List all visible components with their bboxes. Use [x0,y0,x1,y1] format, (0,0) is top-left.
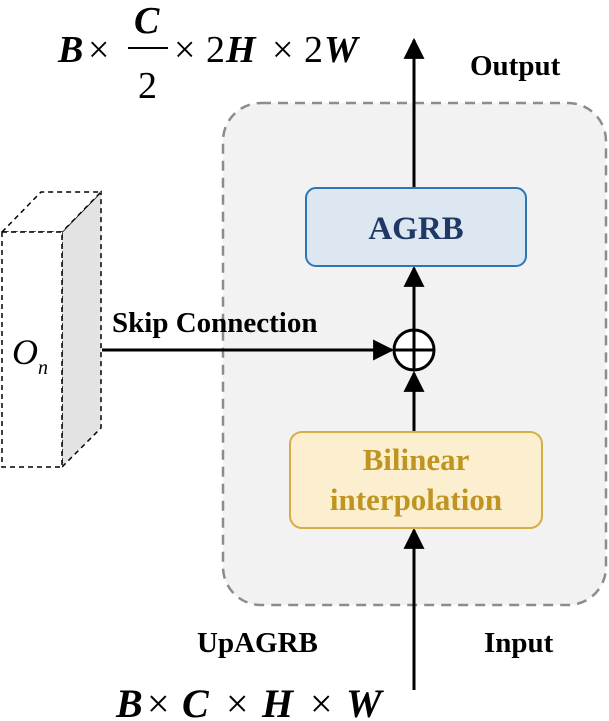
output-shape-times-3: × [272,29,293,71]
input-shape-times-3: × [310,681,333,721]
feature-map-symbol: O [12,332,38,372]
input-shape-times-1: × [147,681,170,721]
module-name-label: UpAGRB [197,627,318,659]
output-shape-times-2: × [174,29,195,71]
output-shape-w: W [324,29,361,71]
output-shape-b: B [57,29,83,71]
bilinear-interpolation-block: Bilinear interpolation [289,431,543,529]
input-shape-formula: B × C × H × W [115,681,384,721]
input-shape-w: W [346,681,384,721]
input-shape-times-2: × [226,681,249,721]
output-shape-h: H [225,29,257,71]
output-shape-c: C [134,0,160,42]
bilinear-label-line2: interpolation [330,482,502,517]
input-shape-h: H [261,681,295,721]
bilinear-label-line1: Bilinear [363,442,470,477]
input-shape-c: C [182,681,210,721]
feature-map-on: O n [0,190,103,469]
output-shape-h-factor: 2 [206,29,225,71]
elementwise-add-icon [392,328,436,372]
agrb-label: AGRB [368,211,463,247]
input-shape-b: B [115,681,143,721]
output-shape-w-factor: 2 [304,29,323,71]
input-label: Input [484,627,554,659]
output-shape-denominator: 2 [138,65,157,107]
agrb-block: AGRB [305,187,527,267]
output-shape-formula: B × C 2 × 2 H × 2 W [57,0,361,107]
output-shape-times-1: × [88,29,109,71]
skip-connection-label: Skip Connection [112,307,317,339]
feature-map-subscript: n [38,357,48,379]
output-label: Output [470,50,561,82]
